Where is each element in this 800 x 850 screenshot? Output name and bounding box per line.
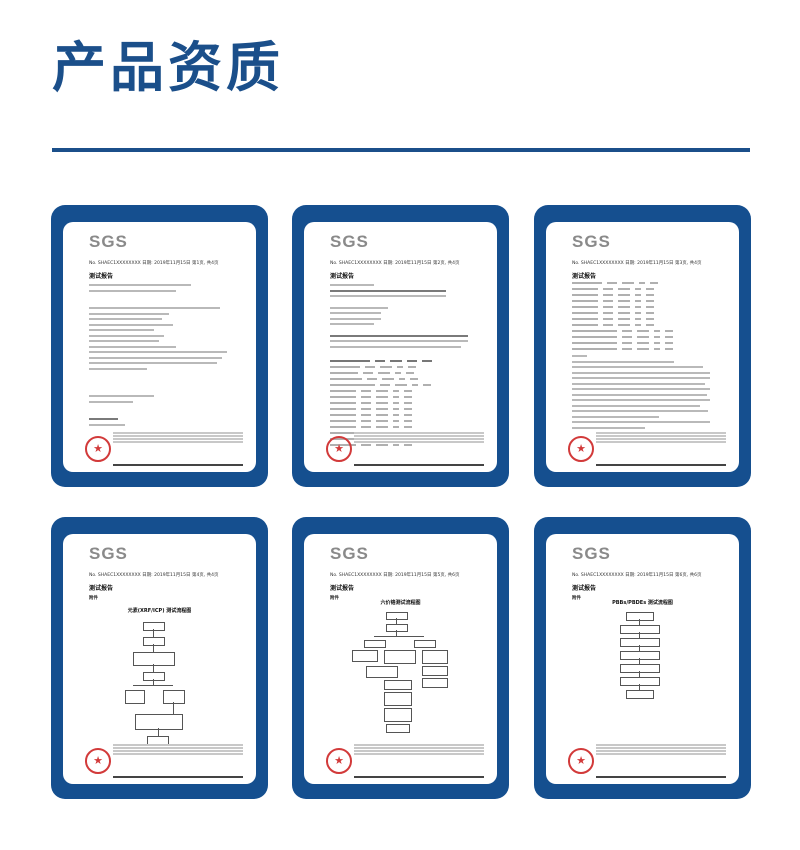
certificate-card[interactable]: SGS No. SHAEC1XXXXXXXX 日期: 2019年11月15日 第… [51,205,268,487]
star-seal-icon: ★ [568,436,594,462]
report-title: 测试报告 [330,585,355,592]
report-body-text [89,284,234,429]
page-title: 产品资质 [52,36,284,99]
report-footer [324,744,484,766]
report-title: 测试报告 [89,585,114,592]
certificate-card[interactable]: SGS No. SHAEC1XXXXXXXX 日期: 2019年11月15日 第… [534,517,751,799]
certificate-sheet: SGS No. SHAEC1XXXXXXXX 日期: 2019年11月15日 第… [63,222,256,472]
certificate-card[interactable]: SGS No. SHAEC1XXXXXXXX 日期: 2019年11月15日 第… [51,517,268,799]
report-title: 测试报告 [330,273,355,280]
report-number: No. SHAEC1XXXXXXXX 日期: 2019年11月15日 第3页, … [572,261,702,266]
sgs-logo: SGS [89,544,128,563]
certificate-sheet: SGS No. SHAEC1XXXXXXXX 日期: 2019年11月15日 第… [304,222,497,472]
certificate-sheet: SGS No. SHAEC1XXXXXXXX 日期: 2019年11月15日 第… [546,534,739,784]
report-footer [566,432,726,454]
flowchart-title: PBBs/PBDEs 测试流程图 [612,600,673,606]
report-footer [566,744,726,766]
star-seal-icon: ★ [326,436,352,462]
flowchart [304,534,497,784]
certificate-card[interactable]: SGS No. SHAEC1XXXXXXXX 日期: 2019年11月15日 第… [292,517,509,799]
report-notes [572,355,717,432]
attachment-label: 附件 [572,596,581,601]
star-seal-icon: ★ [85,436,111,462]
report-number: No. SHAEC1XXXXXXXX 日期: 2019年11月15日 第2页, … [330,261,460,266]
flowchart-title: 元素(XRF/ICP) 测试流程图 [127,608,192,614]
report-title: 测试报告 [572,273,597,280]
report-number: No. SHAEC1XXXXXXXX 日期: 2019年11月15日 第6页, … [572,573,702,578]
certificate-sheet: SGS No. SHAEC1XXXXXXXX 日期: 2019年11月15日 第… [546,222,739,472]
certificate-card[interactable]: SGS No. SHAEC1XXXXXXXX 日期: 2019年11月15日 第… [292,205,509,487]
sgs-logo: SGS [89,232,128,251]
report-footer [83,744,243,766]
report-footer [324,432,484,454]
title-divider [52,148,750,152]
sample-description [330,284,475,351]
report-number: No. SHAEC1XXXXXXXX 日期: 2019年11月15日 第5页, … [330,573,460,578]
star-seal-icon: ★ [85,748,111,774]
sgs-logo: SGS [330,544,369,563]
attachment-label: 附件 [330,596,339,601]
certificate-sheet: SGS No. SHAEC1XXXXXXXX 日期: 2019年11月15日 第… [63,534,256,784]
report-title: 测试报告 [89,273,114,280]
certificate-sheet: SGS No. SHAEC1XXXXXXXX 日期: 2019年11月15日 第… [304,534,497,784]
flowchart [63,534,256,784]
report-title: 测试报告 [572,585,597,592]
attachment-label: 附件 [89,596,98,601]
results-table [572,282,722,354]
star-seal-icon: ★ [326,748,352,774]
report-footer [83,432,243,454]
sgs-logo: SGS [330,232,369,251]
star-seal-icon: ★ [568,748,594,774]
report-number: No. SHAEC1XXXXXXXX 日期: 2019年11月15日 第1页, … [89,261,219,266]
report-number: No. SHAEC1XXXXXXXX 日期: 2019年11月15日 第4页, … [89,573,219,578]
certificate-card[interactable]: SGS No. SHAEC1XXXXXXXX 日期: 2019年11月15日 第… [534,205,751,487]
sgs-logo: SGS [572,544,611,563]
flowchart [546,534,739,784]
flowchart-title: 六价铬测试流程图 [380,600,421,606]
sgs-logo: SGS [572,232,611,251]
